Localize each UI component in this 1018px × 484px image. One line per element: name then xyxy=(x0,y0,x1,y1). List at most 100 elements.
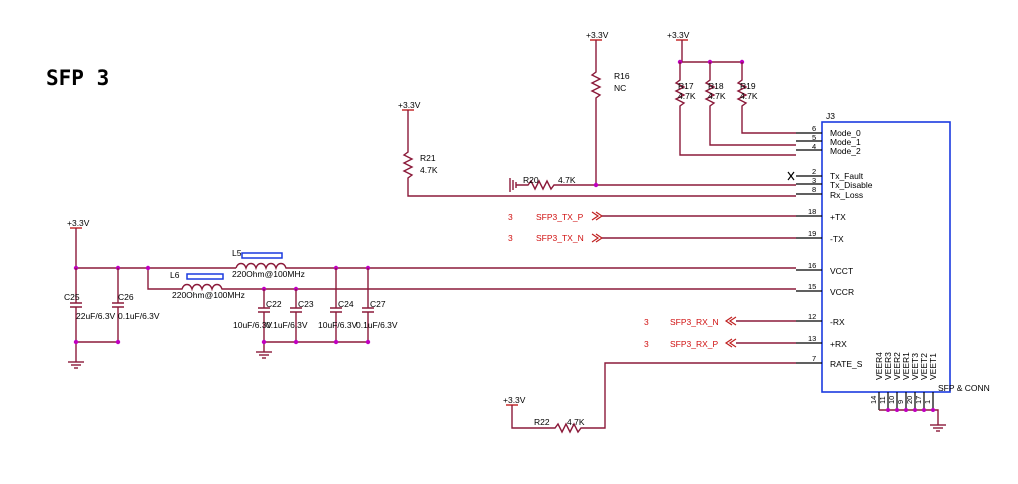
resistor-r21-value: 4.7K xyxy=(420,165,438,175)
capacitor-c27-value: 0.1uF/6.3V xyxy=(356,320,398,330)
power-label: +3.3V xyxy=(503,395,526,405)
resistor-r19-ref: R19 xyxy=(740,81,756,91)
pin-name: VEER1 xyxy=(901,352,911,380)
pin-num: 14 xyxy=(869,396,878,404)
capacitor-c26-value: 0.1uF/6.3V xyxy=(118,311,160,321)
capacitor-c23-value: 0.1uF/6.3V xyxy=(266,320,308,330)
pin-name: Tx_Disable xyxy=(830,180,873,190)
pin-name: Mode_0 xyxy=(830,128,861,138)
power-label: +3.3V xyxy=(398,100,421,110)
connector-body xyxy=(821,121,951,393)
pin-name: VEER2 xyxy=(892,352,902,380)
capacitor-c27-ref: C27 xyxy=(370,299,386,309)
pin-name: -TX xyxy=(830,234,844,244)
resistor-r16-value: NC xyxy=(614,83,626,93)
pin-num: 11 xyxy=(878,396,887,404)
power-label: +3.3V xyxy=(67,218,90,228)
resistor-r17-value: 4.7K xyxy=(678,91,696,101)
resistor-r16-ref: R16 xyxy=(614,71,630,81)
net-sheet: 3 xyxy=(644,317,649,327)
ground-symbol xyxy=(930,424,946,432)
net-rx-n: SFP3_RX_N xyxy=(670,317,719,327)
pin-num: 17 xyxy=(914,396,923,404)
pin-name: Rx_Loss xyxy=(830,190,863,200)
capacitor-c25-ref: C25 xyxy=(64,292,80,302)
inductor-l5-value: 220Ohm@100MHz xyxy=(232,269,305,279)
net-tx-n: SFP3_TX_N xyxy=(536,233,584,243)
pin-name: Mode_1 xyxy=(830,137,861,147)
power-p3: +3.3V xyxy=(586,30,609,41)
pin-num: 9 xyxy=(896,400,905,404)
resistor-r17-ref: R17 xyxy=(678,81,694,91)
resistor-r19-value: 4.7K xyxy=(740,91,758,101)
capacitor-c25-value: 22uF/6.3V xyxy=(76,311,116,321)
pin-num: 13 xyxy=(808,334,816,343)
capacitor-c22-value: 10uF/6.3V xyxy=(233,320,273,330)
pin-num: 10 xyxy=(887,396,896,404)
pin-num: 5 xyxy=(812,133,816,142)
pin-num: 20 xyxy=(905,396,914,404)
pin-num: 2 xyxy=(812,167,816,176)
resistor-r20-value: 4.7K xyxy=(558,175,576,185)
pin-name: Tx_Fault xyxy=(830,171,864,181)
power-label: +3.3V xyxy=(586,30,609,40)
pin-num: 19 xyxy=(808,229,816,238)
power-label: +3.3V xyxy=(667,30,690,40)
capacitor-c23-ref: C23 xyxy=(298,299,314,309)
resistor-r20-ref: R20 xyxy=(523,175,539,185)
capacitor-c24-ref: C24 xyxy=(338,299,354,309)
inductor-l6-ref: L6 xyxy=(170,270,180,280)
pin-name: VEER4 xyxy=(874,352,884,380)
net-rx-p: SFP3_RX_P xyxy=(670,339,719,349)
pin-name: VCCR xyxy=(830,287,854,297)
inductor-l5-ref: L5 xyxy=(232,248,242,258)
power-p5: +3.3V xyxy=(503,395,526,406)
pin-name: VEER3 xyxy=(883,352,893,380)
connector-j3: J3 SFP & CONN 6 5 4 2 3 8 18 19 16 15 1 xyxy=(796,111,990,432)
capacitor-c22-ref: C22 xyxy=(266,299,282,309)
pin-num: 4 xyxy=(812,142,816,151)
resistor-r18-ref: R18 xyxy=(708,81,724,91)
sheet-title: SFP 3 xyxy=(46,66,109,90)
pin-name: Mode_2 xyxy=(830,146,861,156)
connector-ref: J3 xyxy=(826,111,835,121)
pin-name: VEET3 xyxy=(910,353,920,380)
power-p1: +3.3V xyxy=(67,218,90,229)
resistor-r18-value: 4.7K xyxy=(708,91,726,101)
pin-name: +TX xyxy=(830,212,846,222)
pin-num: 18 xyxy=(808,207,816,216)
pin-name: +RX xyxy=(830,339,847,349)
ground-symbol xyxy=(256,351,272,359)
pin-num: 16 xyxy=(808,261,816,270)
resistor-r22-value: 4.7K xyxy=(567,417,585,427)
power-p2: +3.3V xyxy=(398,100,421,111)
pin-name: RATE_S xyxy=(830,359,863,369)
bottom-pin-names: VEER4 VEER3 VEER2 VEER1 VEET3 VEET2 VEET… xyxy=(874,352,938,380)
inductor-l6-value: 220Ohm@100MHz xyxy=(172,290,245,300)
pin-name: VCCT xyxy=(830,266,853,276)
ground-symbol xyxy=(509,178,517,192)
pin-num: 1 xyxy=(923,400,932,404)
pin-num: 7 xyxy=(812,354,816,363)
pin-num: 8 xyxy=(812,185,816,194)
pin-num: 12 xyxy=(808,312,816,321)
net-tx-p: SFP3_TX_P xyxy=(536,212,584,222)
ground-symbol xyxy=(68,361,84,369)
resistor-r22-ref: R22 xyxy=(534,417,550,427)
pin-num: 6 xyxy=(812,124,816,133)
no-connect-marker xyxy=(787,171,795,181)
connector-name: SFP & CONN xyxy=(938,383,990,393)
power-p4: +3.3V xyxy=(667,30,690,41)
capacitor-c24-value: 10uF/6.3V xyxy=(318,320,358,330)
net-sheet: 3 xyxy=(508,233,513,243)
net-sheet: 3 xyxy=(508,212,513,222)
pin-name: -RX xyxy=(830,317,845,327)
capacitor-c26-ref: C26 xyxy=(118,292,134,302)
pin-num: 15 xyxy=(808,282,816,291)
net-sheet: 3 xyxy=(644,339,649,349)
pin-num: 3 xyxy=(812,176,816,185)
resistor-r21-ref: R21 xyxy=(420,153,436,163)
pin-name: VEET2 xyxy=(919,353,929,380)
bottom-pin-numbers: 14 11 10 9 20 17 1 xyxy=(869,396,932,404)
